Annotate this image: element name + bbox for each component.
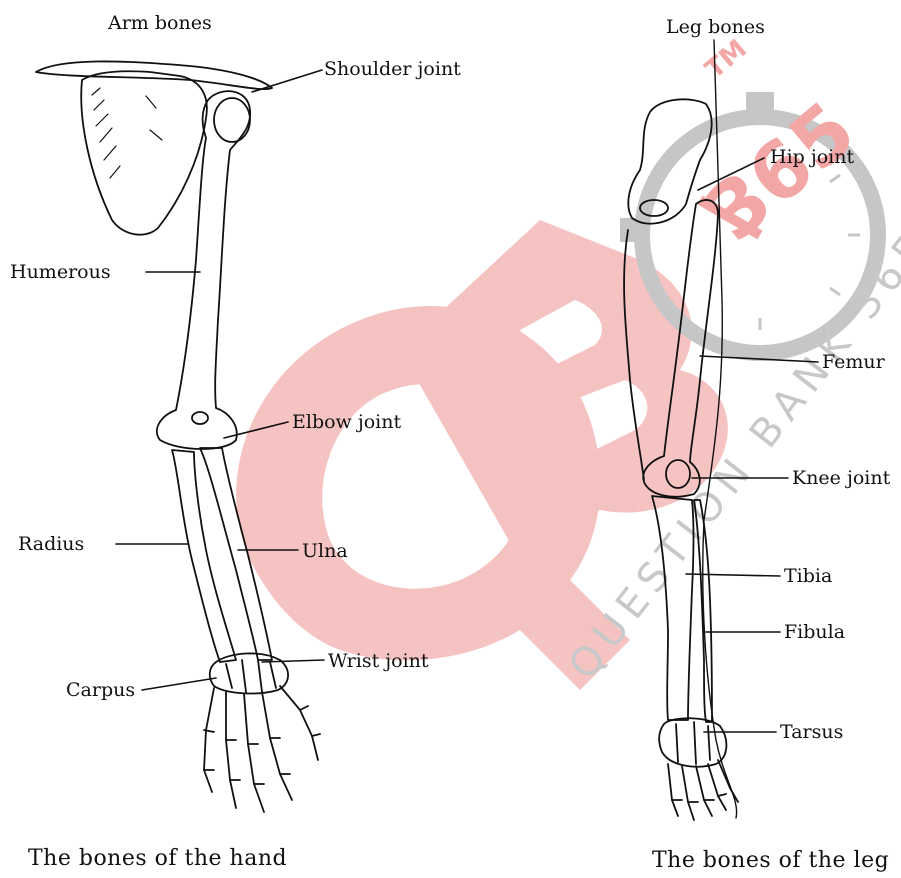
label-carpus: Carpus [66, 679, 135, 701]
leader-elbow-joint [224, 422, 288, 438]
label-tarsus: Tarsus [780, 721, 843, 743]
hand-bones [204, 686, 320, 812]
body-outline [703, 40, 737, 818]
label-knee-joint: Knee joint [792, 467, 890, 489]
label-fibula: Fibula [784, 621, 845, 643]
label-radius: Radius [18, 533, 84, 555]
patella-bone [666, 460, 690, 488]
label-elbow-joint: Elbow joint [292, 411, 401, 433]
arm-caption: The bones of the hand [28, 846, 287, 872]
leg-caption: The bones of the leg [652, 848, 889, 874]
label-wrist-joint: Wrist joint [328, 650, 429, 672]
leader-femur [700, 356, 818, 362]
radius-bone [172, 450, 236, 662]
carpus-bones [210, 653, 288, 693]
femur-bone [643, 200, 718, 497]
leader-carpus [142, 678, 216, 690]
label-ulna: Ulna [302, 540, 348, 562]
ulna-bone [200, 448, 272, 660]
leg-title: Leg bones [666, 16, 765, 38]
hip-socket [640, 200, 668, 216]
humerus-head [214, 98, 250, 142]
label-tibia: Tibia [784, 565, 832, 587]
clavicle-bone [36, 61, 272, 89]
foot-bones [668, 760, 738, 820]
leg-skeleton [624, 40, 738, 820]
label-hip-joint: Hip joint [770, 146, 854, 168]
leader-lines [116, 70, 818, 732]
olecranon-fossa [192, 412, 208, 424]
humerus-bone [157, 91, 250, 449]
leader-hip-joint [698, 158, 764, 190]
label-humerous: Humerous [10, 261, 111, 283]
tibia-bone [652, 496, 694, 720]
scapula-bone [81, 71, 207, 234]
label-femur: Femur [822, 351, 885, 373]
scapula-hatching [92, 88, 162, 178]
label-shoulder-joint: Shoulder joint [324, 58, 461, 80]
leg-outline-left [624, 230, 644, 480]
arm-title: Arm bones [108, 12, 212, 34]
leader-shoulder-joint [252, 70, 322, 92]
